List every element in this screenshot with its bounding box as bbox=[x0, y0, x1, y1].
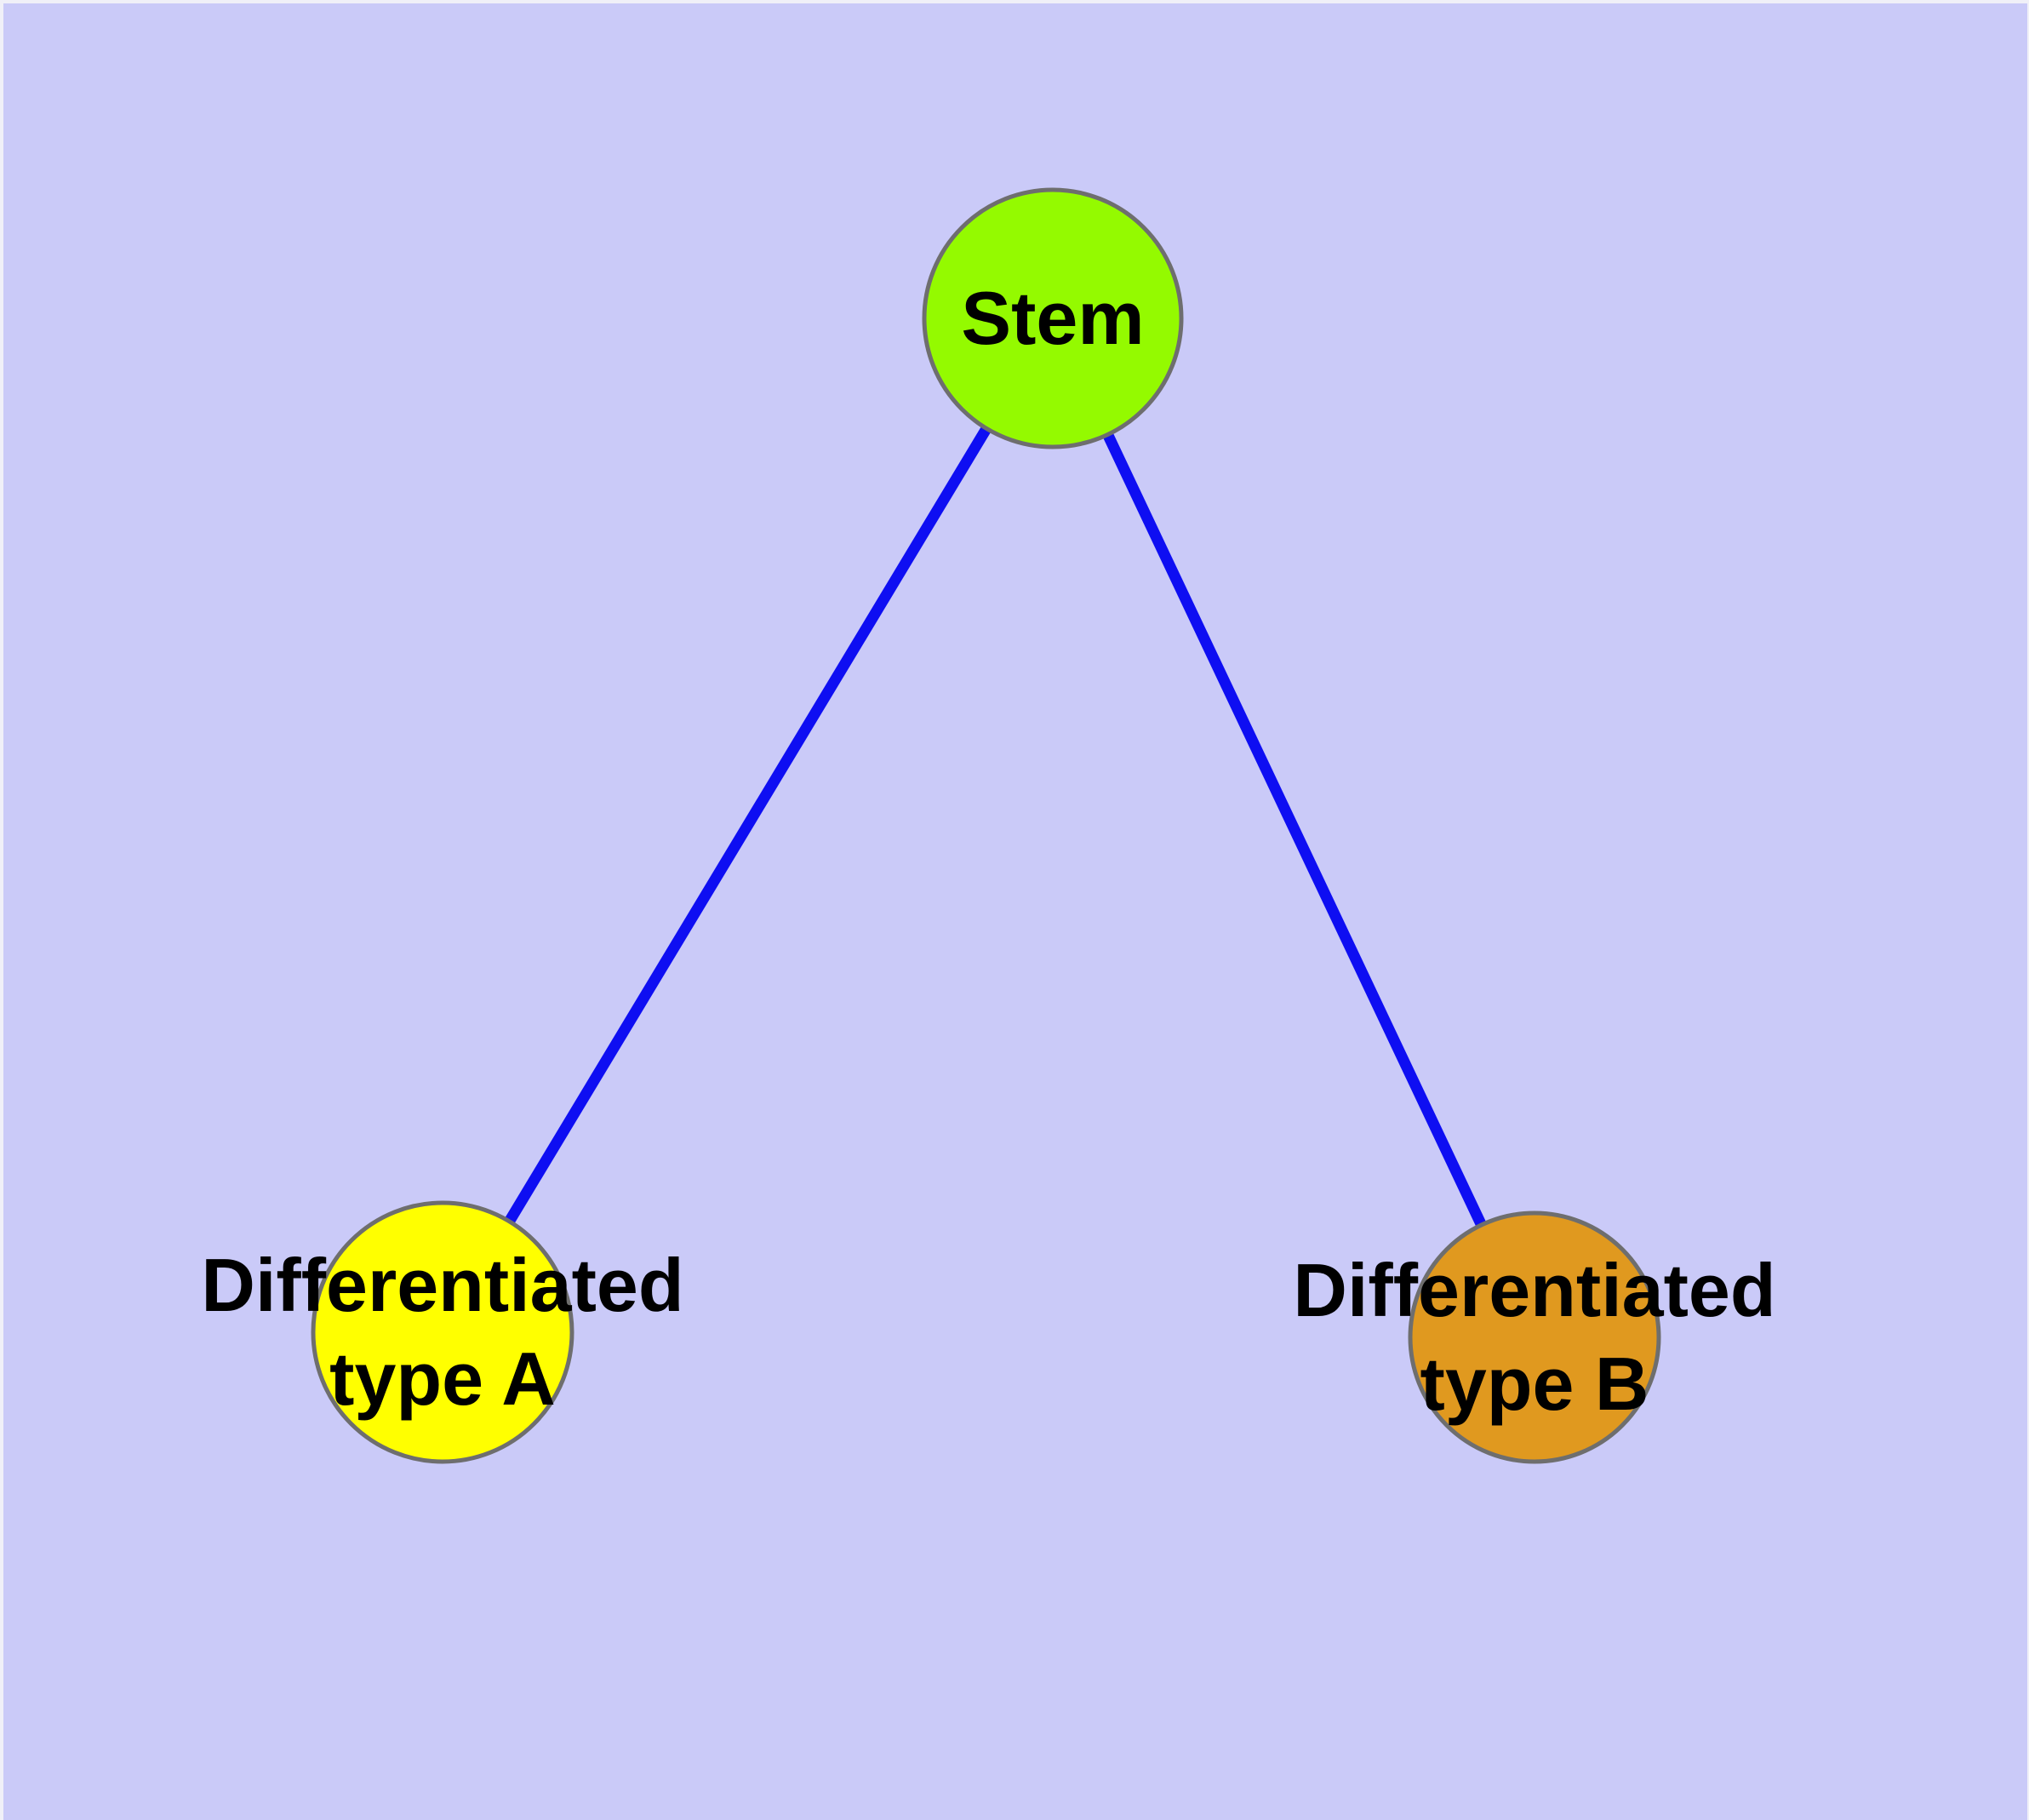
edge-stem-to-typeB bbox=[1048, 316, 1540, 1340]
node-differentiated-type-a bbox=[311, 1200, 574, 1464]
edge-stem-to-typeA bbox=[437, 315, 1058, 1336]
node-differentiated-type-b bbox=[1408, 1210, 1661, 1464]
node-stem bbox=[922, 187, 1184, 449]
